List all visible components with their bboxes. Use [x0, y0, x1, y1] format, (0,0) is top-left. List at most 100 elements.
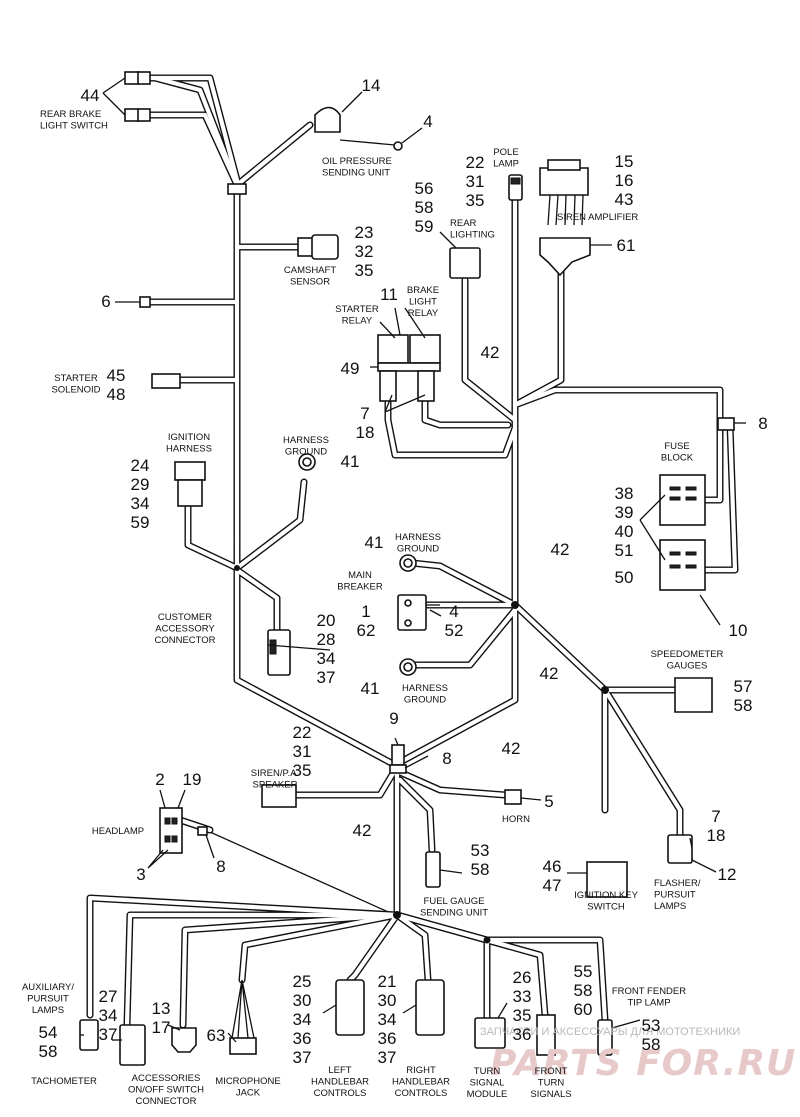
callout-c38: 39: [615, 503, 634, 522]
callout-c7b: 7: [711, 807, 720, 826]
label-turn-signal-module: TURN: [474, 1066, 501, 1077]
callout-c25: 34: [293, 1010, 312, 1029]
label-auxiliary-pursuit: AUXILIARY/: [22, 982, 74, 993]
label-harness-ground-3: GROUND: [404, 695, 446, 706]
callout-c11: 11: [380, 285, 398, 304]
callout-c25: 25: [293, 972, 312, 991]
callout-c25: 36: [293, 1029, 312, 1048]
callout-c53b: 53: [642, 1016, 661, 1035]
callout-c15: 15: [615, 152, 634, 171]
callout-c41a: 41: [341, 452, 360, 471]
label-headlamp: HEADLAMP: [92, 826, 144, 837]
callout-c20: 20: [317, 611, 336, 630]
callout-c55: 60: [574, 1000, 593, 1019]
label-front-turn-signals: FRONT: [535, 1066, 568, 1077]
main-breaker-part: [397, 594, 440, 631]
callout-c42e: 42: [353, 821, 372, 840]
label-harness-ground-1: GROUND: [285, 447, 327, 458]
callout-c24: 24: [131, 456, 150, 475]
callout-c4a: 4: [423, 112, 432, 131]
callout-c26: 33: [513, 987, 532, 1006]
label-accessories-switch: ACCESSORIES: [132, 1073, 201, 1084]
callout-c53a: 53: [471, 841, 490, 860]
label-auxiliary-pursuit: PURSUIT: [27, 994, 69, 1005]
callout-c41b: 41: [365, 533, 384, 552]
callout-c7a: 7: [360, 404, 369, 423]
label-siren-pa-speaker: SPEAKER: [253, 780, 298, 791]
callout-c26: 36: [513, 1025, 532, 1044]
label-brake-light-relay: RELAY: [408, 308, 439, 319]
callout-c14: 14: [362, 76, 381, 95]
callout-c23: 32: [355, 242, 374, 261]
callout-c42c: 42: [540, 664, 559, 683]
oil-pressure-sender: [314, 106, 403, 151]
label-front-fender-tip-lamp: FRONT FENDER: [612, 986, 686, 997]
callout-c49: 49: [341, 359, 360, 378]
callout-c3: 3: [136, 865, 145, 884]
callout-c5: 5: [544, 792, 553, 811]
label-speedometer-gauges: GAUGES: [667, 661, 708, 672]
callout-c15: 43: [615, 190, 634, 209]
label-ignition-key-switch: IGNITION KEY: [574, 890, 639, 901]
label-customer-accessory: CUSTOMER: [158, 612, 212, 623]
callout-c21: 21: [378, 972, 397, 991]
callout-c6: 6: [101, 292, 110, 311]
callout-c8b: 8: [442, 749, 451, 768]
label-rear-lighting: LIGHTING: [450, 230, 495, 241]
harness-wires: [86, 74, 739, 1029]
relays: [377, 334, 441, 402]
callout-c1: 1: [361, 602, 370, 621]
label-left-handlebar: HANDLEBAR: [311, 1077, 369, 1088]
label-accessories-switch: CONNECTOR: [135, 1096, 196, 1107]
label-harness-ground-3: HARNESS: [402, 683, 448, 694]
callout-c22b: 35: [293, 761, 312, 780]
callout-c24: 34: [131, 494, 150, 513]
label-main-breaker: BREAKER: [337, 582, 383, 593]
fuse-block-part: [659, 474, 706, 591]
callout-c38: 51: [615, 541, 634, 560]
callout-c46: 47: [543, 876, 562, 895]
watermark: ЗАПЧАСТИ И АКСЕССУАРЫ ДЛЯ МОТОТЕХНИКИ PA…: [480, 1026, 795, 1084]
callout-c57: 58: [734, 696, 753, 715]
pole-lamp-connector: [508, 174, 523, 201]
label-flasher-pursuit: PURSUIT: [654, 890, 696, 901]
callout-c13: 17: [152, 1018, 171, 1037]
leader-lines: [80, 77, 746, 1043]
headlamp-part: [159, 807, 183, 854]
callout-c25: 37: [293, 1048, 312, 1067]
callout-c24: 29: [131, 475, 150, 494]
callout-c55: 58: [574, 981, 593, 1000]
callout-c61: 61: [617, 236, 636, 255]
label-rear-brake-light-switch: LIGHT SWITCH: [40, 121, 108, 132]
callout-c4b: 52: [445, 621, 464, 640]
label-siren-pa-speaker: SIREN/P.A.: [251, 768, 299, 779]
callout-c24: 59: [131, 513, 150, 532]
label-turn-signal-module: SIGNAL: [470, 1078, 505, 1089]
callout-c42a: 42: [481, 343, 500, 362]
callout-c42b: 42: [551, 540, 570, 559]
callout-c21: 34: [378, 1010, 397, 1029]
label-front-turn-signals: SIGNALS: [530, 1089, 571, 1100]
callout-c26: 26: [513, 968, 532, 987]
label-flasher-pursuit: FLASHER/: [654, 878, 701, 889]
callout-c2: 2: [155, 770, 164, 789]
callout-c45: 45: [107, 366, 126, 385]
callout-c1: 62: [357, 621, 376, 640]
label-fuse-block: BLOCK: [661, 453, 694, 464]
callout-c23: 35: [355, 261, 374, 280]
label-speedometer-gauges: SPEEDOMETER: [651, 649, 724, 660]
label-rear-lighting: REAR: [450, 218, 477, 229]
callout-c63: 63: [207, 1026, 226, 1045]
label-rear-brake-light-switch: REAR BRAKE: [40, 109, 101, 120]
label-oil-pressure: SENDING UNIT: [322, 168, 390, 179]
callout-c25: 30: [293, 991, 312, 1010]
callout-c56: 56: [415, 179, 434, 198]
label-microphone-jack: MICROPHONE: [215, 1076, 280, 1087]
label-harness-ground-1: HARNESS: [283, 435, 329, 446]
components: [79, 71, 735, 1066]
callout-c56: 59: [415, 217, 434, 236]
label-front-fender-tip-lamp: TIP LAMP: [627, 998, 670, 1009]
callout-c45: 48: [107, 385, 126, 404]
callout-c57: 57: [734, 677, 753, 696]
